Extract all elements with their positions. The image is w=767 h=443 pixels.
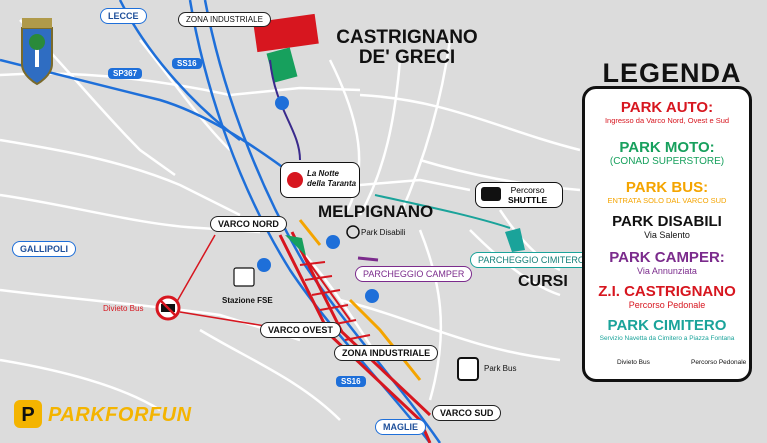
coat-of-arms	[21, 18, 53, 86]
pedestrian-icons	[257, 96, 379, 303]
label-zona-industriale-top: ZONA INDUSTRIALE	[178, 12, 271, 27]
bus-icon	[457, 357, 479, 381]
label-varco-nord: VARCO NORD	[210, 216, 287, 232]
label-park-bus: Park Bus	[484, 364, 517, 373]
train-icon	[233, 267, 255, 287]
legend-title: LEGENDA	[602, 58, 742, 88]
label-ss16-bottom: SS16	[336, 376, 366, 387]
shuttle-label: Percorso SHUTTLE	[508, 185, 548, 205]
spider-icon	[287, 172, 303, 188]
label-park-disabili: Park Disabili	[361, 228, 406, 237]
legend-park-disabili: PARK DISABILI Via Salento	[612, 213, 722, 240]
football-field	[266, 47, 298, 83]
brand-name: PARKFORFUN	[48, 404, 192, 426]
label-ss16-top: SS16	[172, 58, 202, 69]
legend-divieto-label: Divieto Bus	[617, 359, 650, 366]
legend-park-auto: PARK AUTO: Ingresso da Varco Nord, Ovest…	[604, 99, 730, 125]
town-melpignano: MELPIGNANO	[318, 202, 434, 221]
legend-pedonale-label: Percorso Pedonale	[691, 359, 747, 366]
park-moto-area	[285, 235, 306, 256]
park-camper-marker	[357, 256, 379, 262]
wheelchair-icon	[346, 225, 360, 239]
label-varco-ovest: VARCO OVEST	[260, 322, 341, 338]
label-stazione-fse: Stazione FSE	[222, 296, 273, 305]
label-maglie: MAGLIE	[375, 419, 426, 435]
legend-park-cimitero: PARK CIMITERO Servizio Navetta da Cimite…	[599, 317, 735, 342]
divieto-bus-icon	[155, 295, 181, 321]
label-varco-sud: VARCO SUD	[432, 405, 502, 421]
legend-box: PARK AUTO: Ingresso da Varco Nord, Ovest…	[582, 86, 752, 382]
label-gallipoli: GALLIPOLI	[12, 241, 76, 257]
notte-taranta-logo: La Notte della Taranta	[280, 162, 360, 198]
label-divieto-bus: Divieto Bus	[103, 304, 144, 313]
label-sp367: SP367	[108, 68, 143, 79]
legend-park-bus: PARK BUS: ENTRATA SOLO DAL VARCO SUD	[607, 179, 727, 205]
shuttle-route	[374, 194, 511, 229]
label-parcheggio-cimitero: PARCHEGGIO CIMITERO	[470, 252, 593, 268]
brand-logo-mark	[14, 400, 42, 428]
label-parcheggio-camper: PARCHEGGIO CAMPER	[355, 266, 473, 282]
shuttle-box: Percorso SHUTTLE	[475, 182, 563, 208]
label-zona-industriale-bottom: ZONA INDUSTRIALE	[334, 345, 439, 361]
town-cursi: CURSI	[518, 273, 568, 290]
label-lecce: LECCE	[100, 8, 147, 24]
walking-path-zi	[269, 59, 301, 161]
legend-zi-castrignano: Z.I. CASTRIGNANO Percorso Pedonale	[598, 283, 736, 310]
cemetery-park-area	[505, 228, 525, 252]
shuttle-bus-icon	[481, 187, 501, 201]
park-bus-route	[348, 298, 422, 381]
svg-text:P: P	[21, 404, 34, 426]
park-auto-area	[253, 13, 432, 443]
town-castrignano: CASTRIGNANO DE' GRECI	[336, 27, 478, 68]
legend-park-moto: PARK MOTO: (CONAD SUPERSTORE)	[609, 139, 725, 167]
legend-park-camper: PARK CAMPER: Via Annunziata	[609, 249, 725, 276]
